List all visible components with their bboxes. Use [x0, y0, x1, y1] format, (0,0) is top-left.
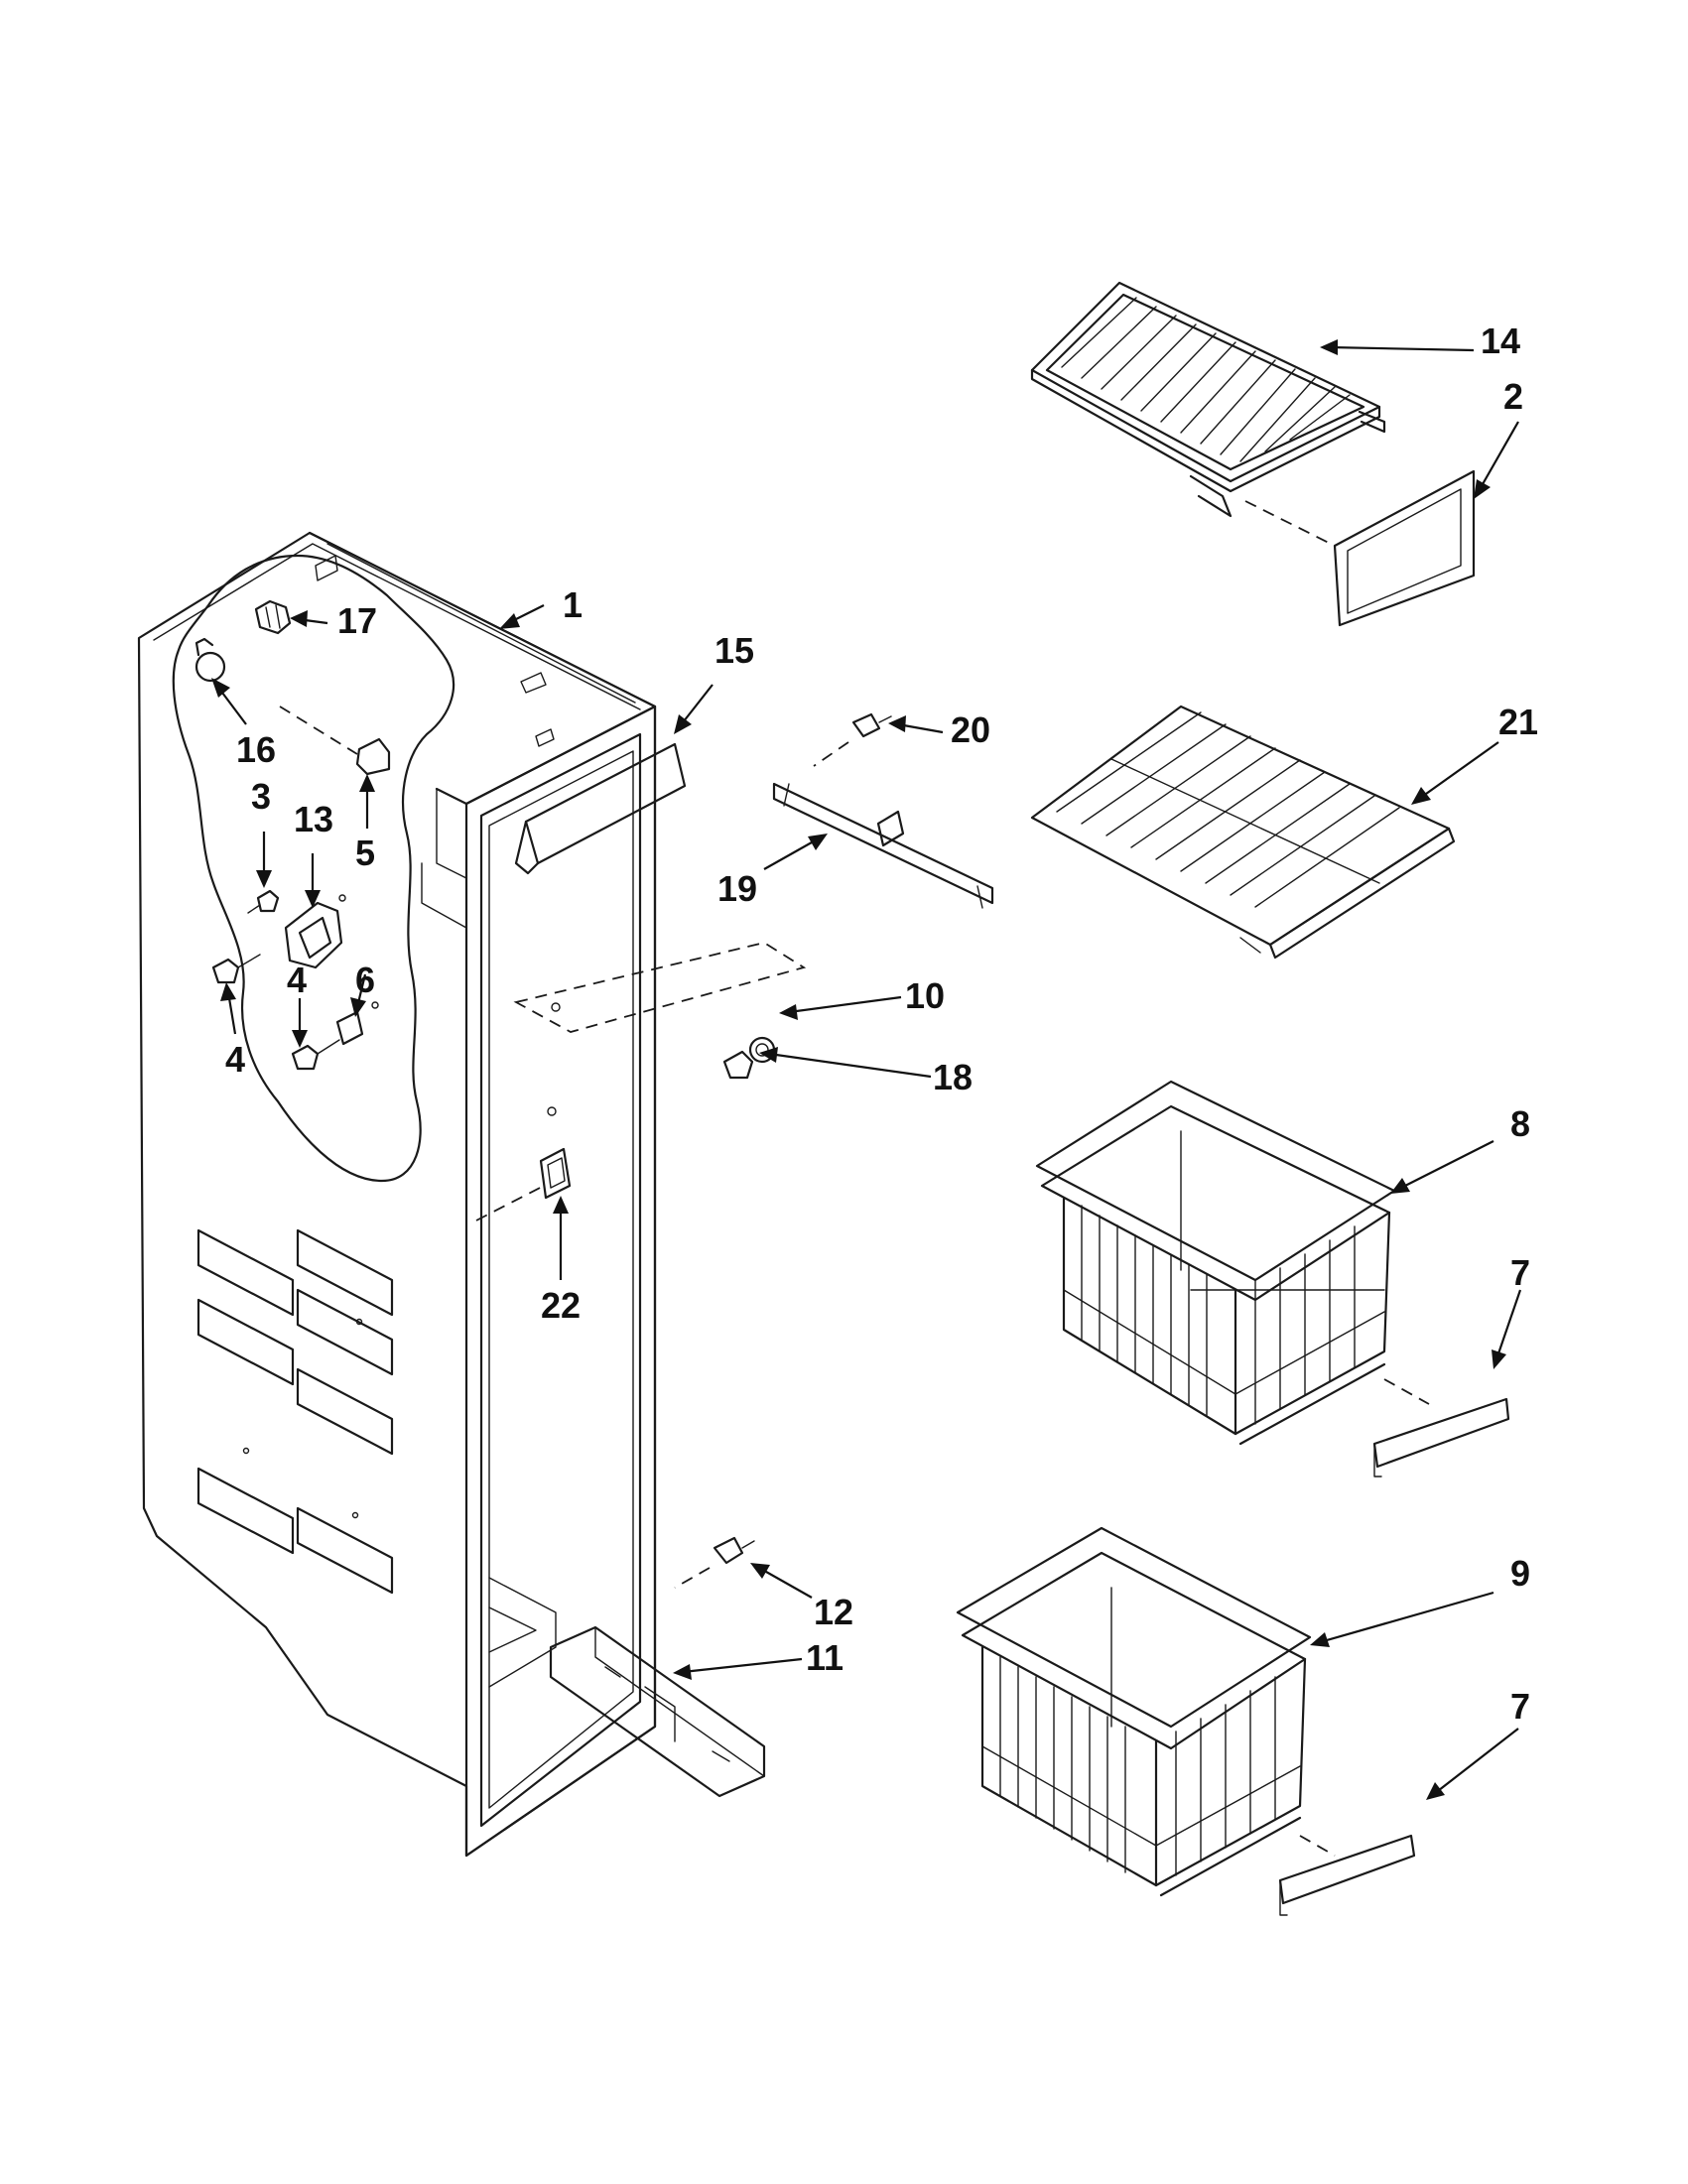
screw-20 — [851, 712, 892, 738]
door-switch — [539, 1106, 572, 1200]
screw-4a — [211, 954, 261, 984]
wire-shelf — [1030, 705, 1456, 960]
callout-leaders — [211, 339, 1522, 1800]
rail — [772, 782, 994, 909]
basket-trim-lower — [1278, 1834, 1416, 1916]
callout-4b: 4 — [287, 960, 307, 1000]
glass-shelf-frame — [1030, 281, 1386, 518]
callout-17: 17 — [337, 600, 377, 641]
callout-13: 13 — [294, 799, 333, 839]
basket-trim-upper — [1372, 1397, 1510, 1477]
callout-9: 9 — [1510, 1553, 1530, 1594]
screw-4b — [291, 1039, 340, 1071]
callout-1: 1 — [563, 584, 583, 625]
callout-20: 20 — [951, 709, 990, 750]
callout-14: 14 — [1481, 321, 1520, 361]
callout-7b: 7 — [1510, 1686, 1530, 1727]
callout-labels: 1 2 3 4 4 5 6 7 7 8 9 10 11 12 13 14 15 … — [225, 321, 1538, 1727]
wire-basket-upper — [1035, 1080, 1396, 1446]
thermostat — [284, 894, 346, 969]
light-socket — [254, 599, 292, 635]
liner-vents — [196, 1228, 394, 1595]
clip — [355, 737, 391, 776]
callout-7a: 7 — [1510, 1252, 1530, 1293]
toe-grille — [549, 1625, 766, 1798]
callout-6: 6 — [355, 960, 375, 1000]
callout-3: 3 — [251, 776, 271, 817]
callout-12: 12 — [814, 1592, 853, 1632]
shelf-trim — [1333, 469, 1476, 627]
light-shield — [514, 742, 687, 875]
callout-15: 15 — [714, 630, 754, 671]
wire-basket-lower — [956, 1526, 1312, 1897]
callout-11: 11 — [806, 1637, 844, 1678]
bracket-6 — [335, 1001, 379, 1046]
callout-19: 19 — [717, 868, 757, 909]
screw-12 — [713, 1536, 755, 1565]
screw-3 — [247, 889, 280, 914]
callout-8: 8 — [1510, 1103, 1530, 1144]
callout-21: 21 — [1498, 702, 1538, 742]
stud-18 — [722, 1036, 776, 1080]
callout-10: 10 — [905, 975, 945, 1016]
freezer-liner — [137, 531, 657, 1858]
callout-22: 22 — [541, 1285, 581, 1326]
callout-18: 18 — [933, 1057, 973, 1097]
callout-2: 2 — [1503, 376, 1523, 417]
light-bulb — [195, 637, 226, 683]
callout-16: 16 — [236, 729, 276, 770]
callout-5: 5 — [355, 833, 375, 873]
callout-4a: 4 — [225, 1039, 245, 1080]
